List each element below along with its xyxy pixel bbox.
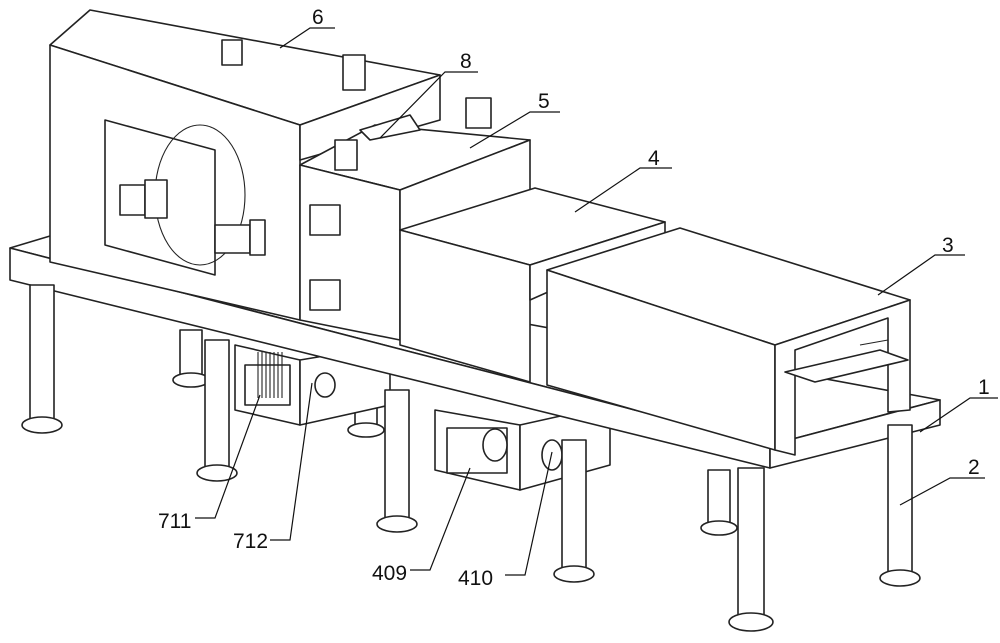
front-legs: [21, 284, 921, 632]
label-409: 409: [372, 562, 407, 585]
unit-409-410: [434, 404, 611, 491]
label-712: 712: [233, 530, 268, 553]
label-8: 8: [460, 50, 472, 73]
label-410: 410: [458, 567, 493, 590]
label-6: 6: [312, 6, 324, 29]
callouts: 6 8 5 4 3 1 2 711 712 409 410: [158, 6, 998, 590]
label-3: 3: [942, 234, 954, 257]
label-1: 1: [978, 376, 990, 399]
label-4: 4: [648, 147, 660, 170]
label-5: 5: [538, 90, 550, 113]
label-2: 2: [968, 456, 980, 479]
box-6: [49, 9, 441, 321]
box-3: [546, 227, 911, 456]
label-711: 711: [158, 510, 191, 533]
